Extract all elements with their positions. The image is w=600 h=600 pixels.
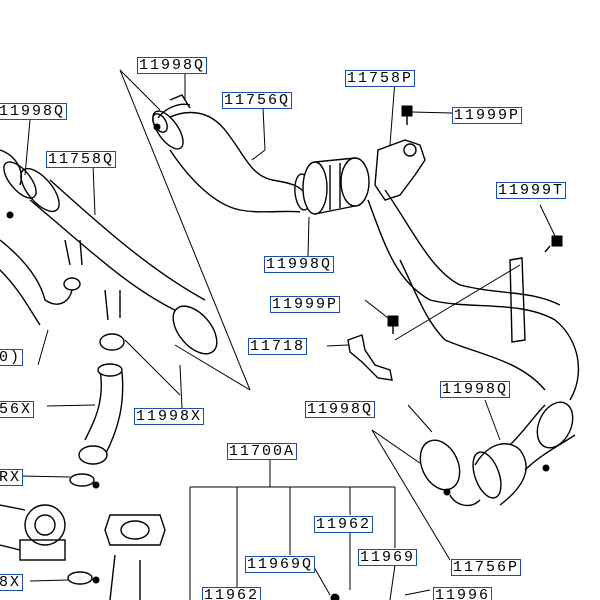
clamp-lower-left [19,473,100,585]
part-label-11998x[interactable]: 11998X [134,408,205,425]
part-label-11969[interactable]: 11969 [358,549,418,566]
elbow-lower-right [407,399,576,507]
part-label-11756q[interactable]: 11756Q [222,92,293,109]
part-label-11998q-lower[interactable]: 11998Q [305,401,376,418]
part-label-partial-0[interactable]: 0) [0,349,24,366]
part-label-11718[interactable]: 11718 [248,338,308,355]
part-label-11969q[interactable]: 11969Q [245,556,316,573]
bolt-11999p-mid [364,299,399,334]
part-label-partial-rx[interactable]: RX [0,469,24,486]
part-label-11758q[interactable]: 11758Q [46,151,117,168]
part-label-11996[interactable]: 11996 [433,587,493,600]
part-label-11962-upper[interactable]: 11962 [314,516,374,533]
gasket-plate [104,514,166,600]
valve-lower-left [0,504,66,561]
part-label-11700a[interactable]: 11700A [227,443,298,460]
bracket-11718 [326,334,393,381]
group-tree-11700a [189,458,431,600]
part-label-11998q-top[interactable]: 11998Q [137,57,208,74]
part-label-partial-56x[interactable]: 56X [0,401,35,418]
part-label-11999p-mid[interactable]: 11999P [270,296,341,313]
coupler-middle [302,157,370,215]
bracket-11758p [374,79,426,201]
part-label-11758p[interactable]: 11758P [345,70,416,87]
leader-lines [184,74,310,257]
part-label-partial-8x[interactable]: 8X [0,574,24,591]
small-hose-56x [37,329,183,465]
long-hose-left [3,161,218,355]
main-hose-right [367,189,580,401]
part-label-11998q-left[interactable]: 11998Q [0,103,68,120]
part-label-11998q-middle[interactable]: 11998Q [264,256,335,273]
part-label-11999p-top[interactable]: 11999P [452,107,523,124]
group-bracket-left [119,69,251,391]
part-label-11998q-right[interactable]: 11998Q [440,381,511,398]
upper-hose-part [152,103,312,213]
clamp-top [152,94,191,133]
bolt-11999p-top [401,105,453,125]
part-label-11756p[interactable]: 11756P [451,559,522,576]
part-label-11962-lower[interactable]: 11962 [202,587,262,600]
bolt-11999t [539,204,563,253]
far-left-pipes [0,119,121,326]
part-label-11999t[interactable]: 11999T [496,182,567,199]
